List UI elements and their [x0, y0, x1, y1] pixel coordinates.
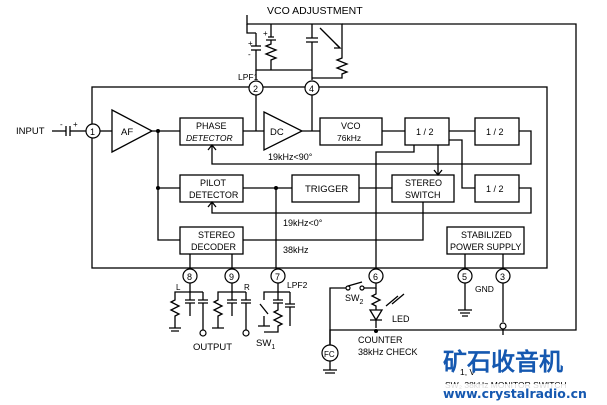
svg-text:6: 6	[373, 272, 378, 282]
phase-detector-block	[179, 117, 244, 146]
input-label: INPUT	[16, 126, 45, 137]
trigger-label: TRIGGER	[305, 184, 348, 195]
stereo-switch-block	[391, 174, 455, 203]
pilot-detector-label-1: PILOT	[200, 178, 227, 188]
watermark-url: www.crystalradio.cn	[443, 386, 587, 401]
phase-detector-label-1: PHASE	[196, 121, 227, 131]
lpf2-network	[258, 283, 295, 333]
svg-text:5: 5	[462, 272, 467, 282]
dc-label: DC	[270, 127, 284, 138]
vco-adjust-pin	[304, 80, 320, 96]
power-supply-block	[446, 226, 525, 255]
svg-text:8: 8	[187, 272, 192, 282]
divider-2-label: 1 / 2	[486, 127, 504, 137]
freq-19-90-label: 19kHz<90°	[268, 152, 313, 162]
af-label: AF	[121, 127, 133, 138]
vco-label-1: VCO	[341, 121, 361, 131]
watermark-title: 矿石收音机	[443, 348, 563, 376]
power-supply-label-1: STABILIZED	[461, 230, 512, 240]
divider-1-label: 1 / 2	[416, 127, 434, 137]
stereo-switch-label-1: STEREO	[405, 178, 442, 188]
sw2-label: SW2	[345, 293, 364, 306]
output-label: OUTPUT	[193, 342, 232, 353]
counter-network	[329, 281, 405, 345]
freq-19-0-label: 19kHz<0°	[283, 218, 323, 228]
led-label: LED	[392, 314, 410, 324]
svg-text:+: +	[73, 120, 78, 129]
divider-1-block	[404, 117, 450, 146]
lpf1-label: LPF1	[238, 72, 259, 82]
svg-text:3: 3	[500, 272, 505, 282]
svg-text:9: 9	[229, 272, 234, 282]
caption-partial: 1, V	[460, 367, 475, 377]
pilot-detector-label-2: DETECTOR	[189, 190, 239, 200]
gnd-label: GND	[475, 284, 494, 294]
r-label: R	[244, 283, 250, 292]
stereo-decoder-label-1: STEREO	[198, 230, 235, 240]
svg-text:2: 2	[253, 84, 258, 94]
phase-detector-label-2: DETECTOR	[186, 133, 233, 143]
svg-text:-: -	[248, 50, 251, 59]
svg-text:+: +	[263, 29, 268, 38]
fc-label: FC	[324, 350, 335, 359]
svg-text:+: +	[248, 39, 253, 48]
freq-38-label: 38kHz	[283, 245, 309, 255]
svg-text:1: 1	[90, 127, 95, 137]
svg-text:4: 4	[309, 84, 314, 94]
vco-adjustment-label: VCO ADJUSTMENT	[267, 5, 363, 17]
lpf2-label: LPF2	[287, 280, 308, 290]
input-pin	[85, 123, 101, 139]
svg-text:-: -	[60, 120, 63, 129]
output-networks	[169, 283, 251, 337]
power-supply-label-2: POWER SUPPLY	[450, 242, 521, 252]
top-wiring	[246, 15, 349, 80]
sw1-label: SW1	[256, 338, 275, 351]
l-label: L	[176, 283, 181, 292]
vco-label-2: 76kHz	[337, 133, 361, 143]
svg-text:7: 7	[275, 272, 280, 282]
check-label: 38kHz CHECK	[358, 347, 418, 357]
divider-2-block	[474, 117, 520, 146]
stereo-switch-label-2: SWITCH	[405, 190, 441, 200]
divider-3-label: 1 / 2	[486, 184, 504, 194]
stereo-decoder-label-2: DECODER	[191, 242, 237, 252]
input-capacitor	[52, 126, 86, 136]
counter-label: COUNTER	[358, 335, 403, 345]
lpf1-pin	[248, 80, 264, 96]
